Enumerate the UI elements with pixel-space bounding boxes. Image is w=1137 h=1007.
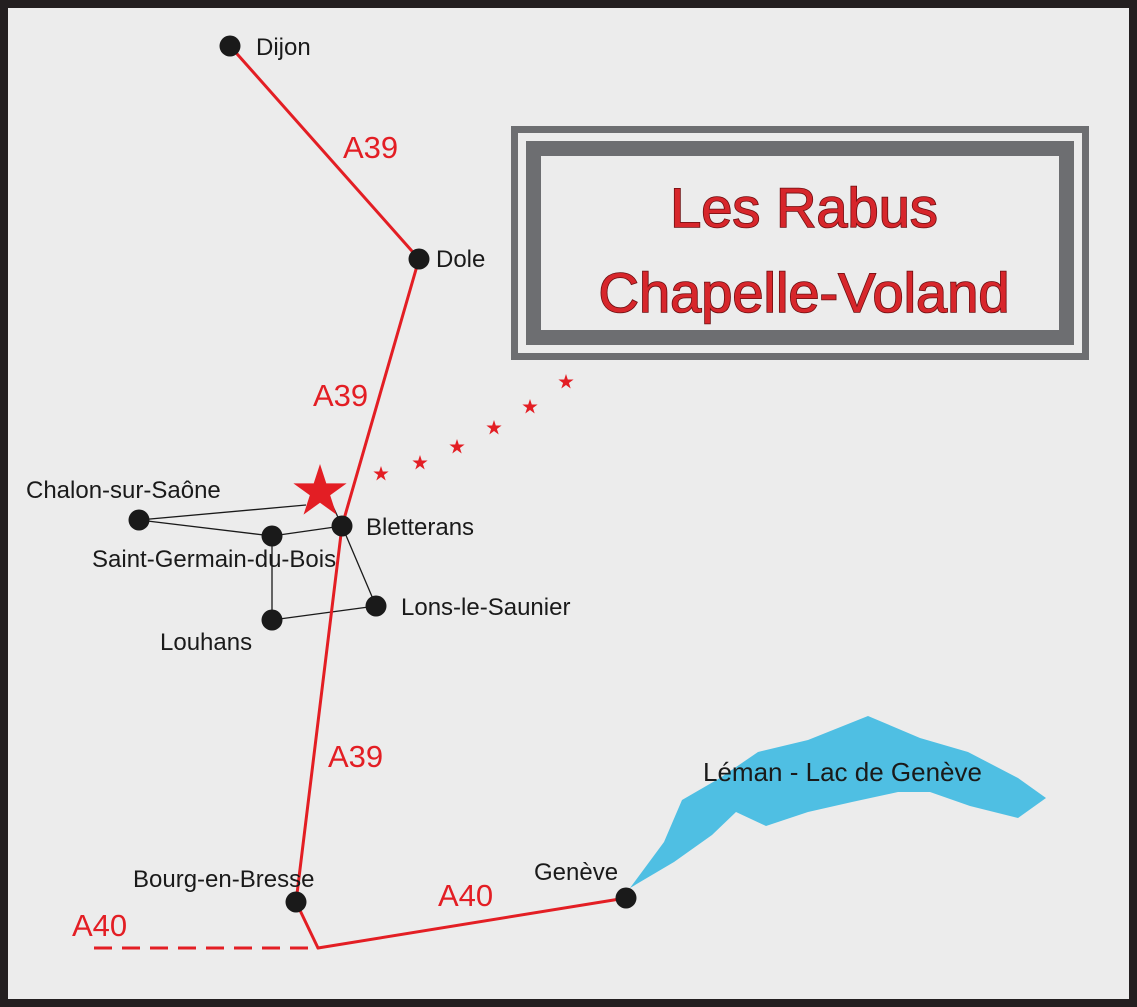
city-dot-icon — [365, 595, 387, 617]
road-a40-junction-geneve — [316, 896, 628, 950]
highways — [228, 44, 628, 950]
title-line-1: Les Rabus — [670, 176, 938, 239]
title-line-2: Chapelle-Voland — [599, 261, 1010, 324]
city-label-geneve: Genève — [534, 859, 618, 886]
star-trail-icon — [412, 455, 428, 470]
star-trail-icon — [558, 374, 574, 389]
star-trail-icon — [522, 399, 538, 414]
road-a39-dijon-dole — [228, 44, 421, 261]
lake-leman-shape — [630, 716, 1046, 888]
city-dot-icon — [261, 525, 283, 547]
road-a39-dole-bletterans — [340, 257, 421, 528]
road-louhans-lons — [271, 605, 377, 621]
city-dots — [128, 35, 637, 913]
road-a39-bletterans-bourg — [294, 524, 344, 904]
city-label-lons: Lons-le-Saunier — [401, 594, 570, 621]
road-label-a39-middle: A39 — [313, 378, 368, 413]
road-chalon-saintgermain — [138, 519, 273, 537]
road-label-a40-east: A40 — [438, 878, 493, 913]
city-label-chalon: Chalon-sur-Saône — [26, 477, 221, 504]
city-dot-icon — [331, 515, 353, 537]
city-label-louhans: Louhans — [160, 629, 252, 656]
star-trail-icon — [486, 420, 502, 435]
city-dot-icon — [261, 609, 283, 631]
road-chalon-north — [138, 504, 307, 521]
road-bletterans-lons — [341, 525, 377, 607]
road-label-a40-west: A40 — [72, 908, 127, 943]
star-trail — [373, 374, 574, 481]
star-trail-icon — [373, 466, 389, 481]
city-dot-icon — [219, 35, 241, 57]
city-label-saint-germain: Saint-Germain-du-Bois — [92, 546, 336, 573]
city-label-bourg: Bourg-en-Bresse — [133, 866, 314, 893]
star-trail-icon — [449, 439, 465, 454]
city-label-dijon: Dijon — [256, 34, 311, 61]
road-saintgermain-bletterans — [271, 525, 343, 537]
city-dot-icon — [615, 887, 637, 909]
road-label-a39-south: A39 — [328, 739, 383, 774]
road-label-a39-north: A39 — [343, 130, 398, 165]
city-label-bletterans: Bletterans — [366, 514, 474, 541]
city-dot-icon — [128, 509, 150, 531]
title-box-panel — [541, 156, 1059, 330]
city-dot-icon — [408, 248, 430, 270]
city-label-dole: Dole — [436, 246, 485, 273]
city-dot-icon — [285, 891, 307, 913]
lake-label: Léman - Lac de Genève — [703, 757, 982, 787]
title-box: Les Rabus Chapelle-Voland — [511, 126, 1089, 360]
star-marker-icon — [293, 464, 347, 515]
